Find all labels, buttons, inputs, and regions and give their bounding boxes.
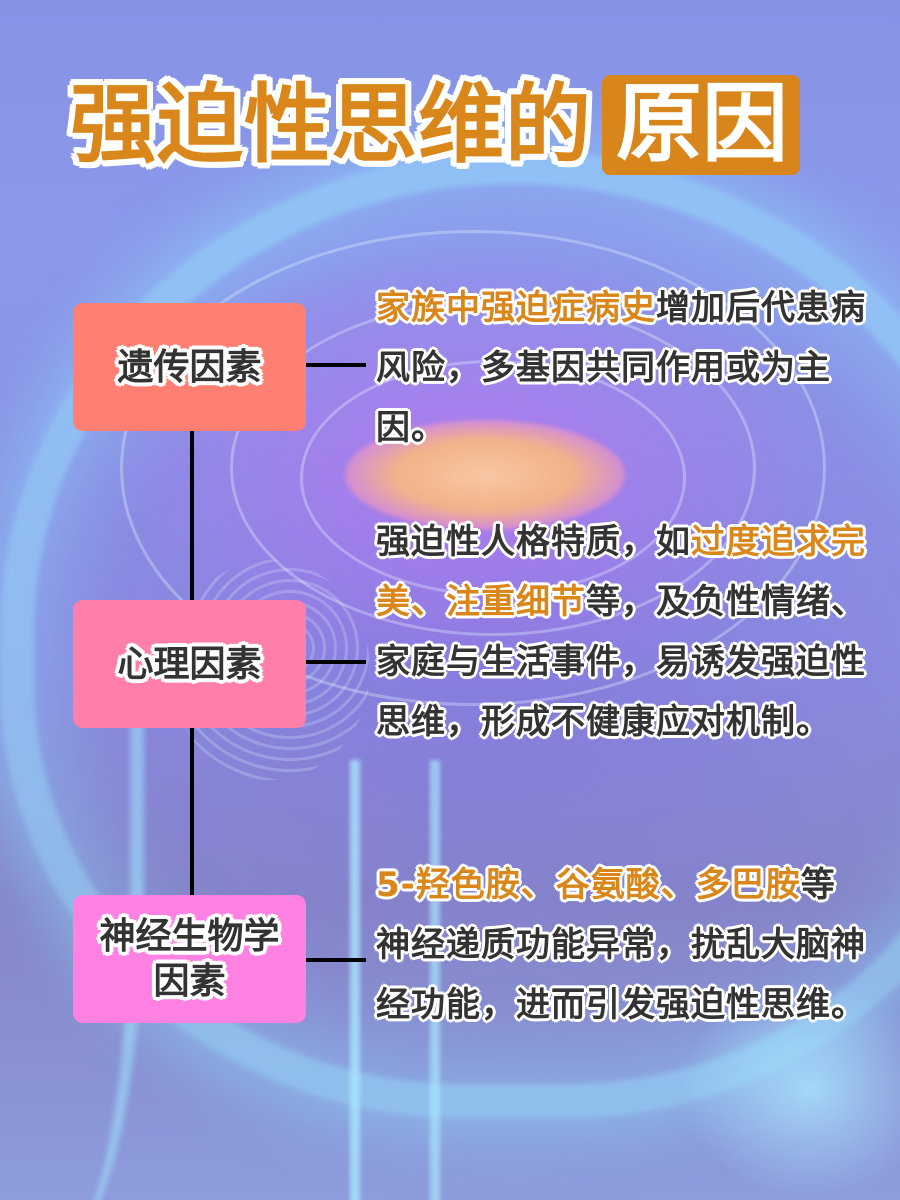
- spinal-cord: [350, 760, 440, 1200]
- brain-core-glow: [345, 420, 625, 530]
- description-text: 等神经递质功能异常，扰乱大脑神经功能，进而引发强迫性思维。: [376, 865, 866, 1025]
- highlight-text: 家族中强迫症病史: [376, 288, 656, 328]
- description-text: 等，及负性情绪、家庭与生活事件，易诱发强迫性思维，形成不健康应对机制。: [376, 582, 866, 742]
- connector-vertical-line: [190, 431, 194, 600]
- description-text: 增加后代患病风险，多基因共同作用或为主因。: [376, 288, 866, 448]
- connector-vertical-line: [190, 728, 194, 895]
- connector-horizontal-line: [306, 660, 366, 664]
- brain-contour: [230, 300, 756, 636]
- page-title: 强迫性思维的 原因: [70, 70, 800, 180]
- highlight-text: 注重细节: [446, 582, 586, 622]
- connector-horizontal-line: [306, 363, 366, 367]
- background-glow: [680, 980, 900, 1200]
- factor-box-neurobiological: 神经生物学 因素: [73, 895, 306, 1023]
- factor-description-genetic: 家族中强迫症病史增加后代患病风险，多基因共同作用或为主因。: [376, 278, 866, 458]
- highlight-text: 过度追求完美: [376, 522, 866, 622]
- description-text: 强迫性人格特质，如: [376, 522, 691, 562]
- highlight-text: 5-羟色胺、谷氨酸、多巴胺: [376, 865, 801, 905]
- highlight-separator: 、: [411, 582, 446, 622]
- factor-label: 神经生物学 因素: [99, 914, 279, 1004]
- factor-label: 遗传因素: [117, 346, 262, 388]
- factor-label-line2: 因素: [153, 961, 226, 1002]
- factor-box-psychological: 心理因素: [73, 600, 306, 728]
- brain-contour: [120, 230, 826, 706]
- factor-box-genetic: 遗传因素: [73, 303, 306, 431]
- connector-horizontal-line: [306, 958, 366, 962]
- brain-contour: [300, 360, 686, 596]
- factor-label: 心理因素: [117, 643, 262, 685]
- factor-label-line1: 神经生物学: [99, 916, 280, 957]
- title-highlight-badge: 原因: [602, 75, 800, 175]
- factor-description-neurobiological: 5-羟色胺、谷氨酸、多巴胺等神经递质功能异常，扰乱大脑神经功能，进而引发强迫性思…: [376, 855, 866, 1035]
- title-main-text: 强迫性思维的: [70, 75, 592, 175]
- factor-description-psychological: 强迫性人格特质，如过度追求完美、注重细节等，及负性情绪、家庭与生活事件，易诱发强…: [376, 512, 866, 752]
